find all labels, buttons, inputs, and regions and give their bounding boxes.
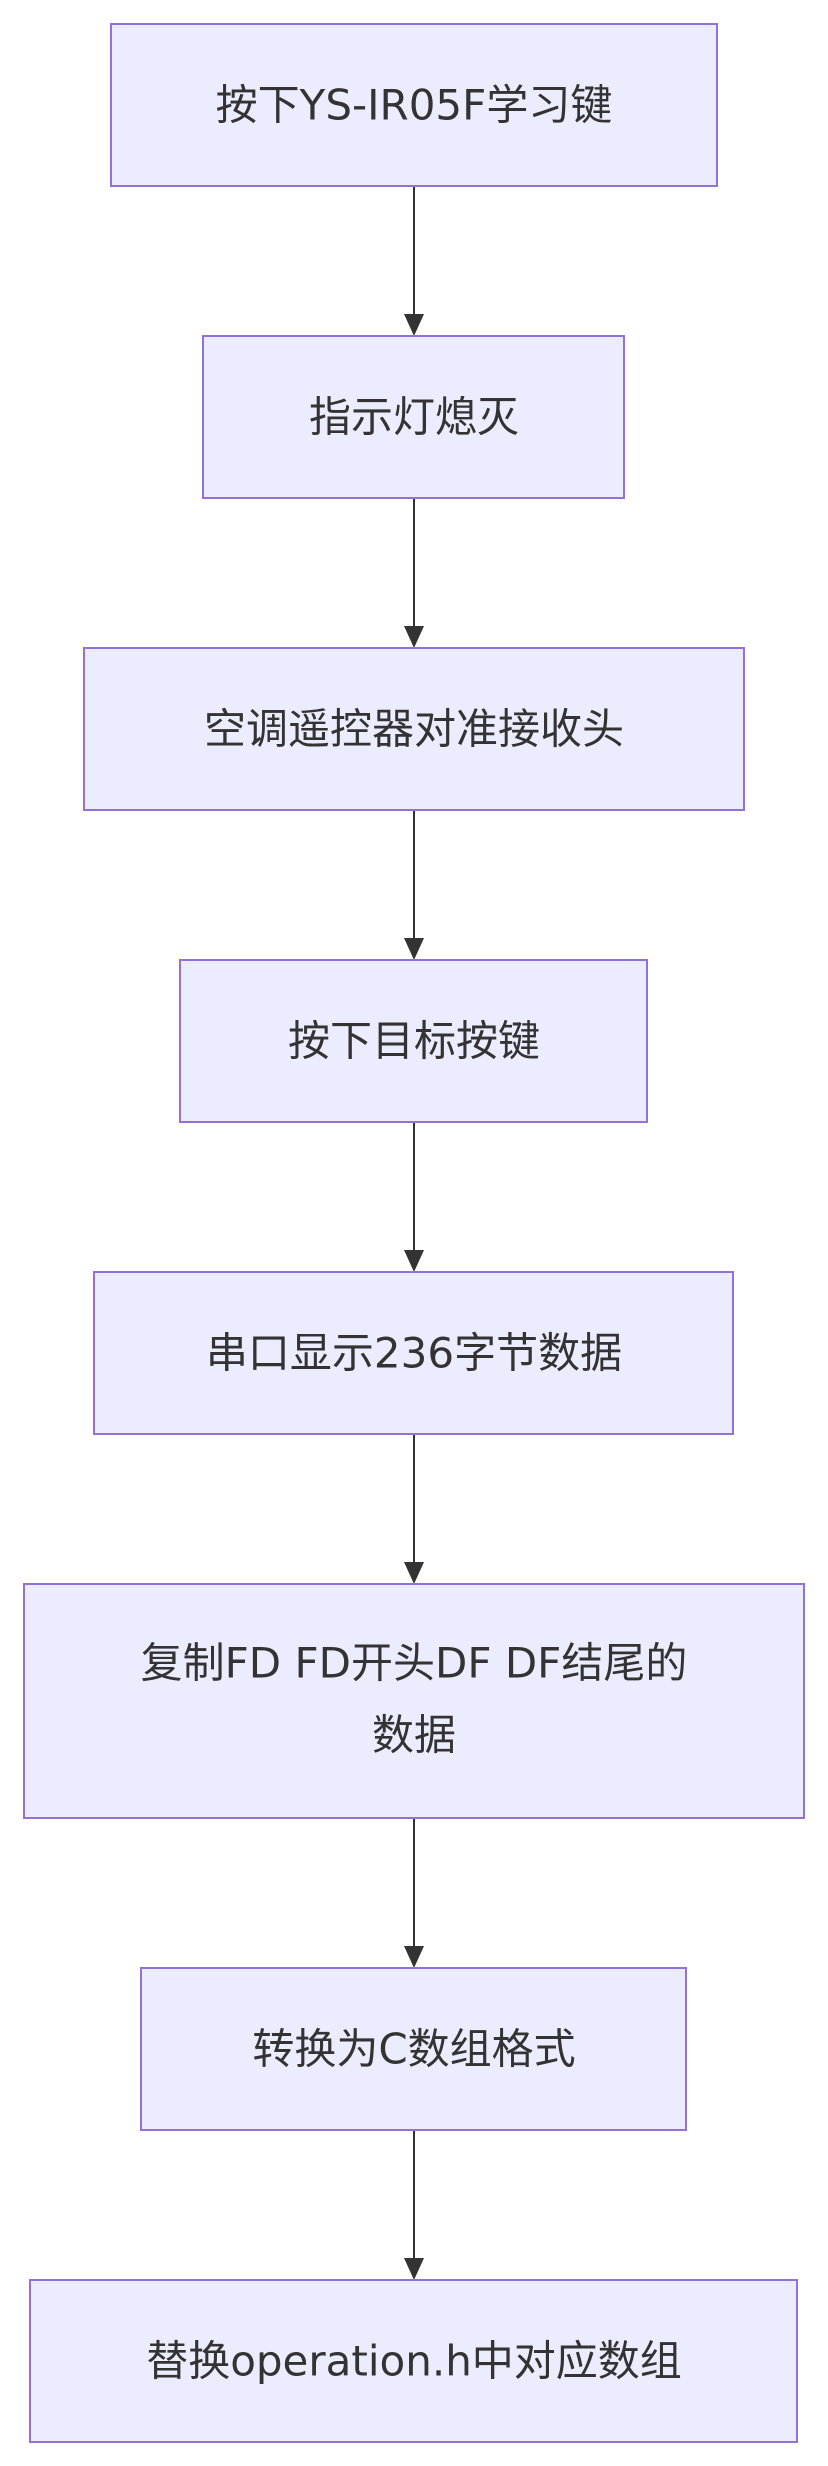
step-label-press-target-key: 按下目标按键	[288, 1017, 540, 1066]
step-node-copy-data: 复制FD FD开头DF DF结尾的 数据	[23, 1583, 805, 1819]
flow-arrow-7-8	[404, 2130, 424, 2280]
flow-arrow-1-2	[404, 186, 424, 336]
flow-arrow-4-5	[404, 1122, 424, 1272]
step-node-indicator-off: 指示灯熄灭	[202, 335, 625, 499]
step-label-aim-remote: 空调遥控器对准接收头	[204, 705, 624, 754]
step-node-press-learn-key: 按下YS-IR05F学习键	[110, 23, 718, 187]
flow-arrow-3-4	[404, 810, 424, 960]
step-label-replace-array: 替换operation.h中对应数组	[146, 2337, 682, 2386]
step-label-convert-c-array: 转换为C数组格式	[252, 2025, 575, 2074]
step-label-indicator-off: 指示灯熄灭	[309, 393, 519, 442]
step-label-serial-data: 串口显示236字节数据	[206, 1329, 622, 1378]
step-node-convert-c-array: 转换为C数组格式	[140, 1967, 687, 2131]
flow-arrow-5-6	[404, 1434, 424, 1584]
flow-arrow-2-3	[404, 498, 424, 648]
step-node-replace-array: 替换operation.h中对应数组	[29, 2279, 798, 2443]
step-node-serial-data: 串口显示236字节数据	[93, 1271, 734, 1435]
step-label-press-learn-key: 按下YS-IR05F学习键	[216, 81, 613, 130]
step-node-press-target-key: 按下目标按键	[179, 959, 648, 1123]
flow-nodes: 按下YS-IR05F学习键 指示灯熄灭 空调遥控器对准接收头 按下目标按键 串口…	[23, 23, 805, 2443]
step-label-copy-data-line-2: 数据	[372, 1711, 456, 1760]
flow-arrow-6-7	[404, 1818, 424, 1968]
step-label-copy-data-line-1: 复制FD FD开头DF DF结尾的	[141, 1639, 688, 1688]
flow-edges	[404, 186, 424, 2280]
step-node-aim-remote: 空调遥控器对准接收头	[83, 647, 745, 811]
